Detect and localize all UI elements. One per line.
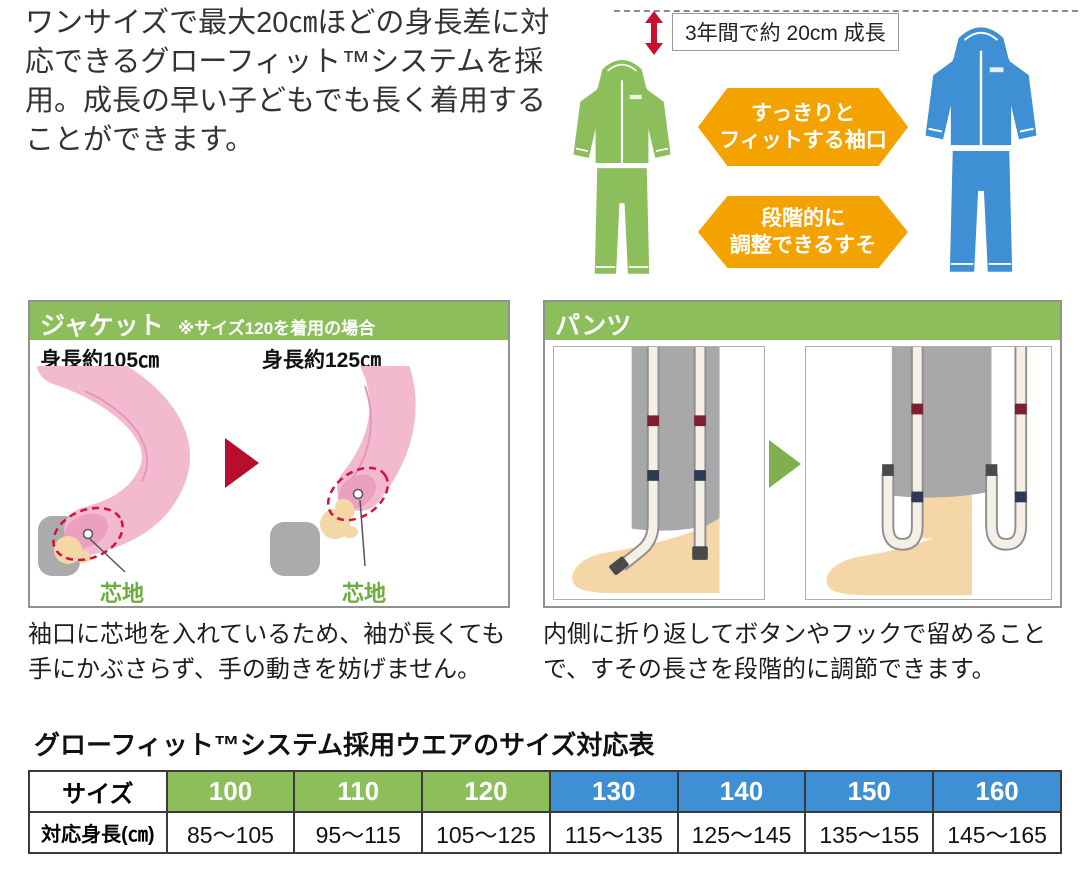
height-cell-150: 135〜155 — [804, 811, 935, 854]
size-cell-110: 110 — [293, 770, 424, 813]
growth-label: 3年間で約 20cm 成長 — [672, 13, 899, 51]
size-cell-160: 160 — [932, 770, 1062, 813]
height-cell-130: 115〜135 — [548, 811, 679, 854]
pants-panel-header: パンツ — [545, 302, 1060, 340]
size-table: サイズ 100 110 120 130 140 150 160 対応身長(㎝) … — [28, 770, 1062, 854]
size-cell-130: 130 — [548, 770, 679, 813]
height-cell-100: 85〜105 — [165, 811, 296, 854]
height-cell-120: 105〜125 — [421, 811, 551, 854]
pants-caption: 内側に折り返してボタンやフックで留めることで、すその長さを段階的に調節できます。 — [543, 621, 1047, 683]
green-tracksuit-illustration — [573, 59, 671, 274]
growth-dashed-line — [614, 10, 1078, 12]
jacket-panel-title: ジャケット — [40, 312, 164, 340]
jacket-arm-105-illustration — [36, 366, 190, 576]
jacket-arm-125-illustration — [270, 366, 416, 576]
hem-adjust-arrow-line2: 調整できるすそ — [729, 234, 877, 257]
sleeve-fit-arrow-line2: フィットする袖口 — [719, 129, 887, 152]
height-row-label: 対応身長(㎝) — [28, 811, 168, 854]
red-arrow-icon — [225, 438, 259, 488]
size-table-height-row: 対応身長(㎝) 85〜105 95〜115 105〜125 115〜135 12… — [28, 811, 1062, 854]
height-cell-140: 125〜145 — [676, 811, 807, 854]
size-cell-150: 150 — [804, 770, 935, 813]
size-cell-120: 120 — [421, 770, 551, 813]
jacket-panel-body: 身長約105㎝ 身長約125㎝ — [30, 340, 508, 606]
size-table-header-row: サイズ 100 110 120 130 140 150 160 — [28, 770, 1062, 813]
interlining-label-left: 芯地 — [100, 581, 145, 606]
pants-folded-illustration — [805, 346, 1052, 600]
height-cell-160: 145〜165 — [932, 811, 1062, 854]
jacket-caption: 袖口に芯地を入れているため、袖が長くても手にかぶさらず、手の動きを妨げません。 — [28, 621, 506, 683]
sleeve-fit-arrow: すっきりと フィットする袖口 — [698, 88, 908, 166]
hem-adjust-arrow-line1: 段階的に — [761, 207, 845, 230]
hem-adjust-arrow: 段階的に 調整できるすそ — [698, 196, 908, 268]
jacket-panel: ジャケット ※サイズ120を着用の場合 身長約105㎝ 身長約125㎝ — [28, 300, 510, 608]
size-cell-140: 140 — [676, 770, 807, 813]
growth-updown-arrow-icon — [645, 11, 663, 55]
pants-unfolded-illustration — [553, 346, 765, 600]
sleeve-fit-arrow-line1: すっきりと — [750, 102, 856, 125]
size-table-title: グローフィット™システム採用ウエアのサイズ対応表 — [34, 730, 655, 760]
interlining-label-right: 芯地 — [342, 581, 387, 606]
size-cell-100: 100 — [165, 770, 296, 813]
height-cell-110: 95〜115 — [293, 811, 424, 854]
pants-panel-title: パンツ — [555, 312, 632, 340]
pants-panel-body — [545, 340, 1060, 606]
growth-illustration: 3年間で約 20cm 成長 — [552, 0, 1080, 292]
blue-tracksuit-illustration — [925, 27, 1037, 272]
size-header-label: サイズ — [28, 770, 168, 813]
jacket-panel-header: ジャケット ※サイズ120を着用の場合 — [30, 302, 508, 340]
height-125-label: 身長約125㎝ — [262, 349, 382, 372]
intro-text: ワンサイズで最大20㎝ほどの身長差に対応できるグローフィット™システムを採用。成… — [25, 7, 550, 156]
pants-panel: パンツ — [543, 300, 1062, 608]
green-arrow-icon — [769, 440, 801, 488]
jacket-panel-subtitle: ※サイズ120を着用の場合 — [177, 319, 376, 338]
